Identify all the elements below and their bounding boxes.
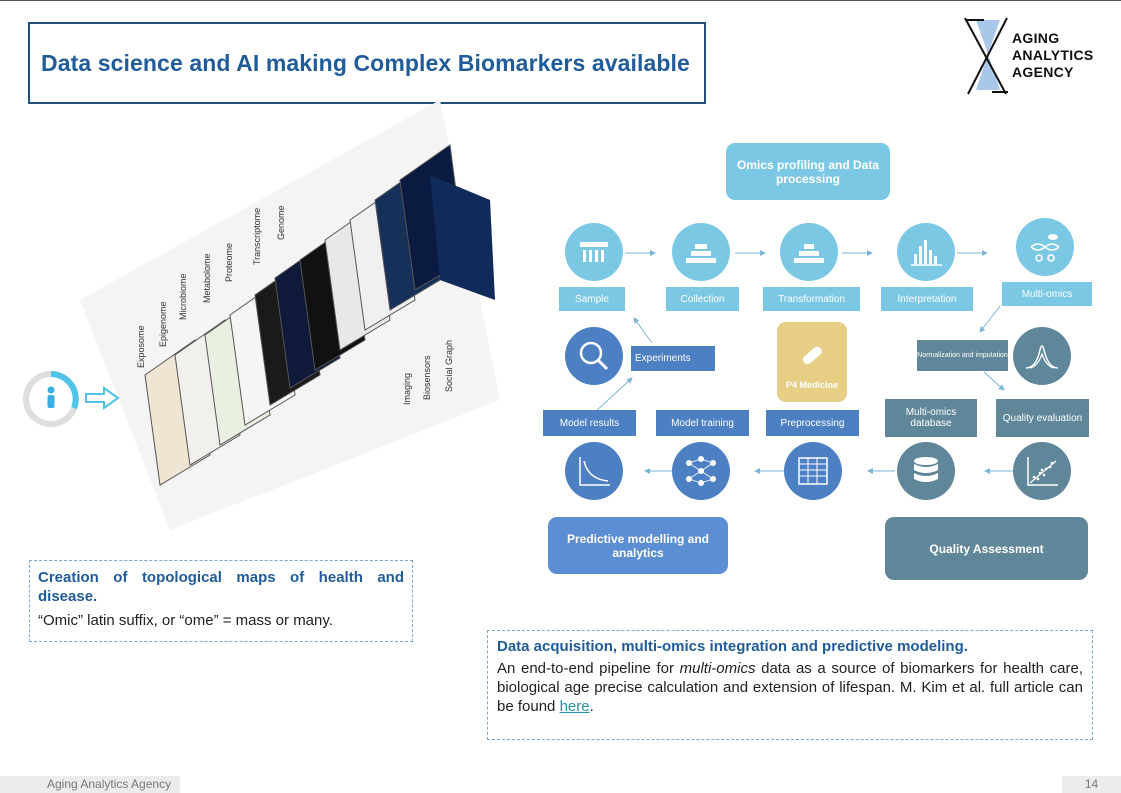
p4-medicine-box: P4 Medicine (777, 322, 847, 402)
layer-label: Biosensors (422, 355, 432, 400)
magnifier-icon (579, 341, 609, 371)
transformation-icon (794, 244, 824, 263)
label-collection: Collection (666, 287, 739, 311)
layer-label: Genome (276, 205, 286, 240)
label-experiments: Experiments (631, 346, 715, 371)
sample-node (565, 223, 623, 281)
layer-label: Metabolome (202, 253, 212, 303)
molecules-icon (1030, 234, 1060, 262)
label-quality-evaluation: Quality evaluation (996, 399, 1089, 437)
distribution-curve-icon (1025, 345, 1059, 369)
pill-icon (802, 346, 822, 365)
person-icon (23, 371, 79, 427)
label-preprocessing: Preprocessing (766, 410, 859, 436)
decay-curve-icon (579, 457, 610, 486)
note-text: “Omic” latin suffix, or “ome” = mass or … (38, 612, 333, 629)
distribution-node (1013, 327, 1071, 385)
collection-icon (686, 244, 716, 263)
neural-network-icon (686, 456, 716, 486)
label-sample: Sample (559, 287, 625, 311)
arrow-right-icon (85, 386, 120, 410)
label-multi-omics: Multi-omics (1002, 282, 1092, 306)
bar-chart-icon (911, 240, 942, 266)
model-results-node (565, 442, 623, 500)
label-model-training: Model training (656, 410, 749, 436)
top-rule (0, 0, 1121, 1)
article-link[interactable]: here (559, 698, 590, 715)
page-number: 14 (1062, 776, 1121, 793)
omics-stack-illustration: Exposome Epigenome Microbiome Metabolome… (20, 100, 520, 530)
predictive-modelling-box: Predictive modelling and analytics (548, 517, 728, 574)
label-model-results: Model results (543, 410, 636, 436)
multi-omics-node (1016, 218, 1074, 276)
sample-icon (580, 242, 608, 262)
description-heading: Data acquisition, multi-omics integratio… (497, 638, 968, 655)
label-normalization: Normalization and imputation (917, 340, 1008, 371)
quality-assessment-box: Quality Assessment (885, 517, 1088, 580)
layer-label: Microbiome (178, 273, 188, 320)
layer-label: Social Graph (444, 340, 454, 392)
title-box: Data science and AI making Complex Bioma… (28, 22, 706, 104)
layer-label: Proteome (224, 243, 234, 282)
transformation-node (780, 223, 838, 281)
pipeline-description-note: Data acquisition, multi-omics integratio… (487, 630, 1093, 740)
hourglass-icon (964, 17, 1008, 95)
layer-label: Imaging (402, 373, 412, 405)
model-training-node (672, 442, 730, 500)
label-multi-omics-database: Multi-omics database (885, 399, 977, 437)
scatter-plot-icon (1027, 457, 1058, 486)
collection-node (672, 223, 730, 281)
experiments-node (565, 327, 623, 385)
layer-label: Transcriptome (252, 208, 262, 265)
page-title: Data science and AI making Complex Bioma… (41, 49, 690, 76)
layer-sheets (144, 144, 495, 486)
description-text: An end-to-end pipeline for multi-omics d… (497, 660, 1083, 715)
omics-profiling-box: Omics profiling and Data processing (726, 143, 890, 200)
topological-maps-note: Creation of topological maps of health a… (29, 560, 413, 642)
agency-logo: AGING ANALYTICS AGENCY (962, 16, 1102, 96)
interpretation-node (897, 223, 955, 281)
preprocessing-node (784, 442, 842, 500)
layer-label: Epigenome (158, 301, 168, 347)
table-grid-icon (798, 457, 828, 485)
database-node (897, 442, 955, 500)
scatter-node (1013, 442, 1071, 500)
label-interpretation: Interpretation (881, 287, 973, 311)
layer-label: Exposome (136, 325, 146, 368)
label-transformation: Transformation (763, 287, 860, 311)
logo-wordmark: AGING ANALYTICS AGENCY (1012, 30, 1094, 80)
database-icon (914, 457, 938, 482)
note-heading: Creation of topological maps of health a… (38, 569, 404, 605)
footer-org: Aging Analytics Agency (0, 776, 180, 793)
